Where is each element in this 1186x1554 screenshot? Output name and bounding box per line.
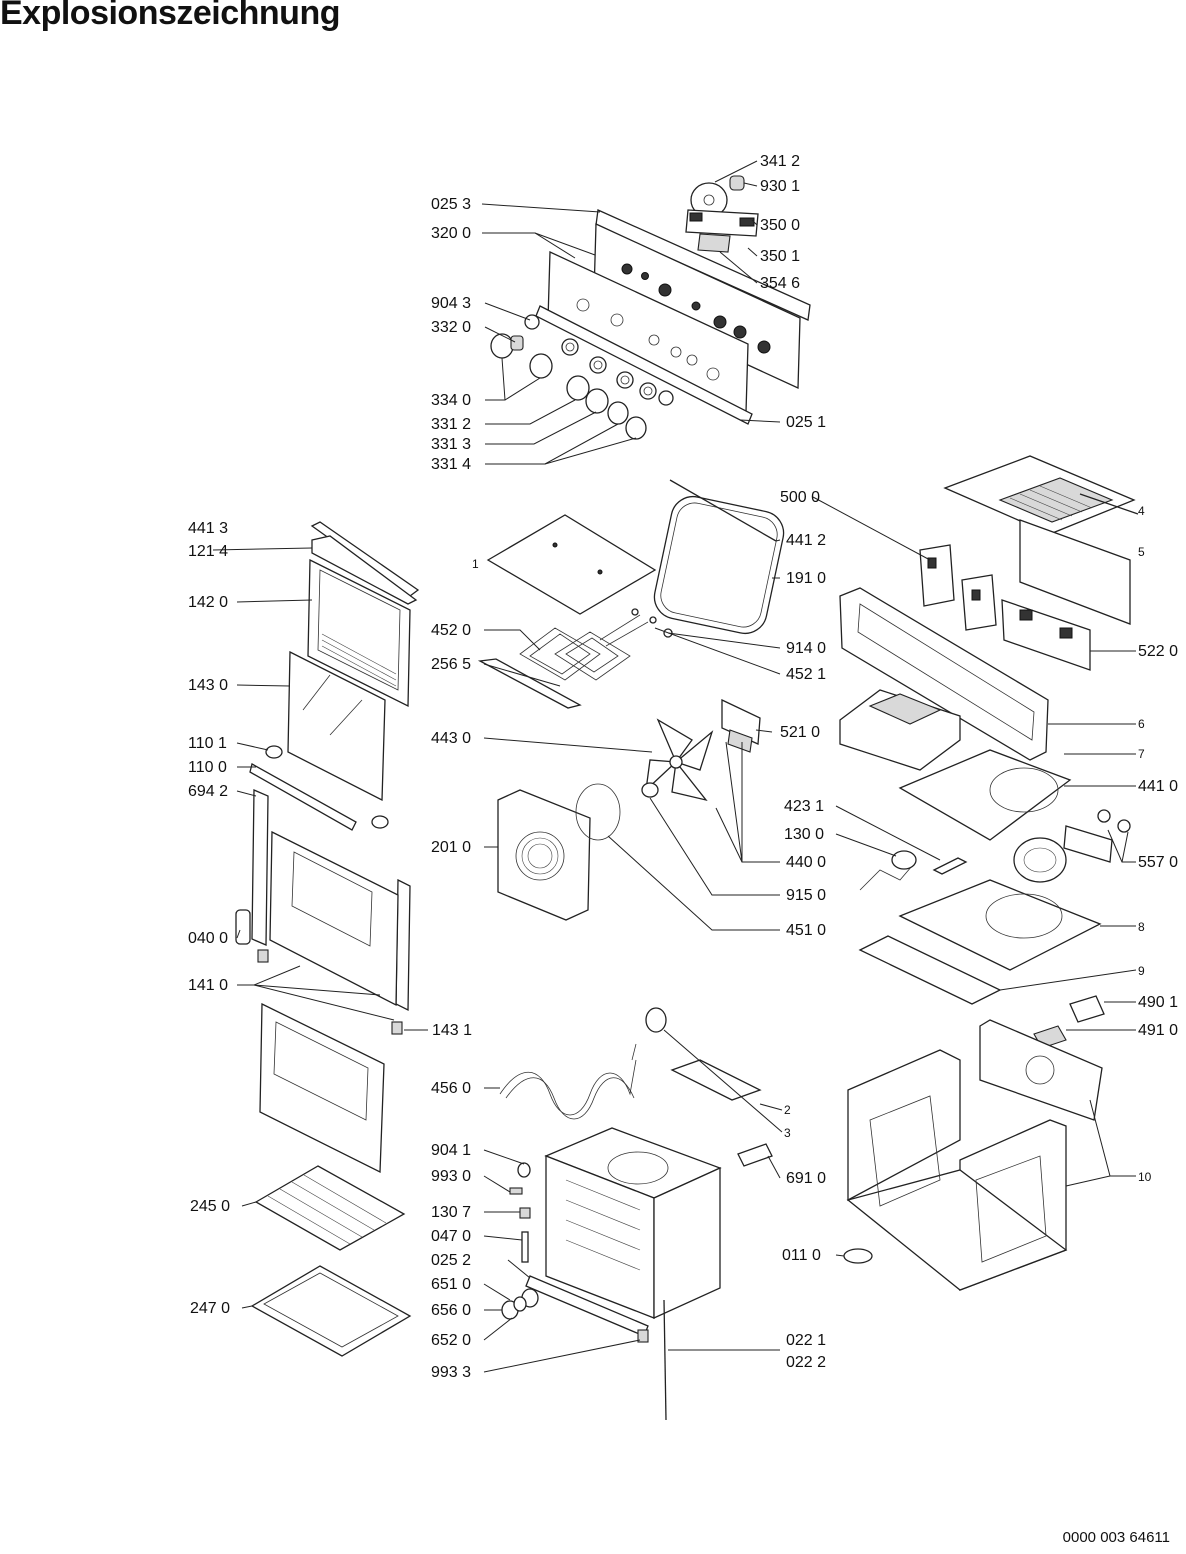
part-label: 110 0 <box>188 759 227 776</box>
part-label: 522 0 <box>1138 643 1178 660</box>
part-label: 350 1 <box>760 248 800 265</box>
part-label: 334 0 <box>431 392 471 409</box>
part-label: 331 2 <box>431 416 471 433</box>
part-label: 022 1 <box>786 1332 826 1349</box>
part-label: 694 2 <box>188 783 228 800</box>
part-label: 656 0 <box>431 1302 471 1319</box>
part-label: 025 2 <box>431 1252 471 1269</box>
part-label: 441 3 <box>188 520 228 537</box>
part-label: 040 0 <box>188 930 228 947</box>
fan-rear-group <box>497 698 761 921</box>
part-label: 331 3 <box>431 436 471 453</box>
part-label: 651 0 <box>431 1276 471 1293</box>
part-label: 904 1 <box>431 1142 471 1159</box>
part-label: 011 0 <box>782 1247 821 1264</box>
part-label: 451 0 <box>786 922 826 939</box>
part-label: 1 <box>472 557 479 571</box>
part-label: 7 <box>1138 747 1145 761</box>
part-label: 143 0 <box>188 677 228 694</box>
part-label: 143 1 <box>432 1022 472 1039</box>
part-label: 452 0 <box>431 622 471 639</box>
part-label: 191 0 <box>786 570 826 587</box>
part-label: 047 0 <box>431 1228 471 1245</box>
part-label: 557 0 <box>1138 854 1178 871</box>
part-label: 256 5 <box>431 656 471 673</box>
part-label: 332 0 <box>431 319 471 336</box>
part-label: 6 <box>1138 717 1145 731</box>
housing-group <box>843 1019 1103 1291</box>
part-label: 491 0 <box>1138 1022 1178 1039</box>
part-label: 141 0 <box>188 977 228 994</box>
part-label: 10 <box>1138 1170 1152 1184</box>
part-label: 452 1 <box>786 666 826 683</box>
part-label: 320 0 <box>431 225 471 242</box>
part-number-labels: 341 2 930 1 025 3 350 0 320 0 350 1 354 … <box>188 153 1178 1381</box>
document-number: 0000 003 64611 <box>1062 1529 1170 1546</box>
part-label: 930 1 <box>760 178 800 195</box>
part-label: 440 0 <box>786 854 826 871</box>
part-label: 121 4 <box>188 543 228 560</box>
door-assembly-group <box>235 521 420 1357</box>
part-label: 443 0 <box>431 730 471 747</box>
part-label: 5 <box>1138 545 1145 559</box>
part-label: 142 0 <box>188 594 228 611</box>
part-label: 993 3 <box>431 1364 471 1381</box>
leader-lines <box>212 160 1137 1373</box>
part-label: 652 0 <box>431 1332 471 1349</box>
part-label: 993 0 <box>431 1168 471 1185</box>
part-label: 022 2 <box>786 1354 826 1371</box>
part-label: 4 <box>1138 504 1145 518</box>
part-label: 025 3 <box>431 196 471 213</box>
part-label: 9 <box>1138 964 1145 978</box>
part-label: 441 0 <box>1138 778 1178 795</box>
oven-cavity-group <box>499 1007 773 1421</box>
part-label: 904 3 <box>431 295 471 312</box>
part-label: 201 0 <box>431 839 471 856</box>
page-title: Explosionszeichnung <box>0 0 340 32</box>
part-label: 490 1 <box>1138 994 1178 1011</box>
part-label: 914 0 <box>786 640 826 657</box>
part-label: 130 7 <box>431 1204 471 1221</box>
electronics-group <box>839 455 1139 1049</box>
part-label: 8 <box>1138 920 1145 934</box>
part-label: 350 0 <box>760 217 800 234</box>
part-label: 691 0 <box>786 1170 826 1187</box>
part-label: 521 0 <box>780 724 820 741</box>
part-label: 423 1 <box>784 798 824 815</box>
part-label: 3 <box>784 1126 791 1140</box>
part-label: 2 <box>784 1103 791 1117</box>
part-label: 500 0 <box>780 489 820 506</box>
part-label: 441 2 <box>786 532 826 549</box>
part-label: 331 4 <box>431 456 471 473</box>
part-label: 915 0 <box>786 887 826 904</box>
top-cover-grill-group <box>477 479 785 709</box>
part-label: 130 0 <box>784 826 824 843</box>
part-label: 245 0 <box>190 1198 230 1215</box>
part-label: 354 6 <box>760 275 800 292</box>
part-label: 247 0 <box>190 1300 230 1317</box>
part-label: 341 2 <box>760 153 800 170</box>
part-label: 110 1 <box>188 735 227 752</box>
part-label: 025 1 <box>786 414 826 431</box>
part-label: 456 0 <box>431 1080 471 1097</box>
control-panel-group <box>490 175 811 440</box>
